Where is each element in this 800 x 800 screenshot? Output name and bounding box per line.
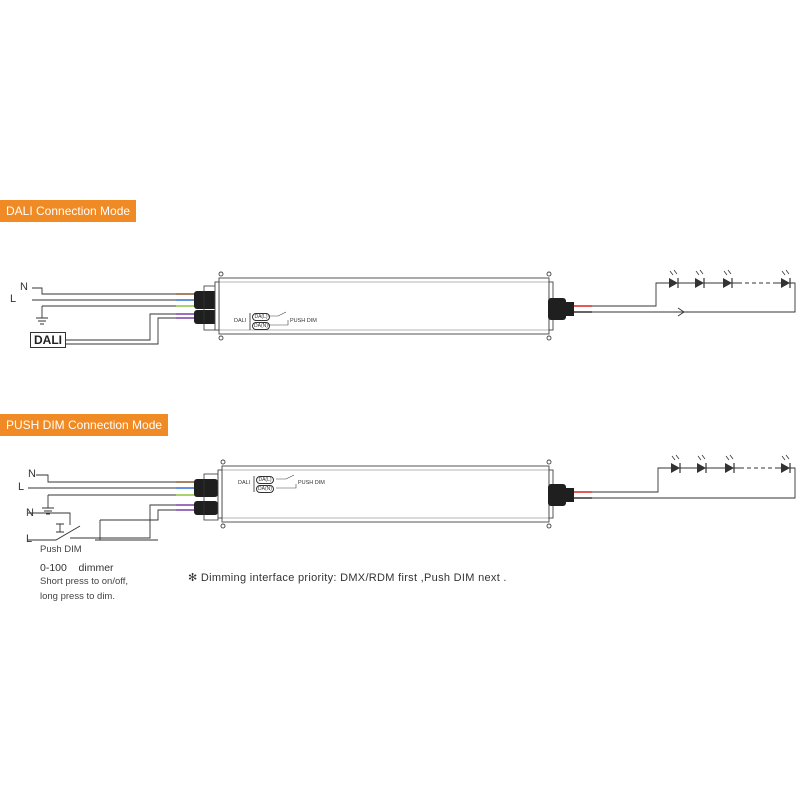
led-icon	[695, 269, 705, 288]
led-icon	[781, 269, 791, 288]
push-output-connector	[548, 484, 592, 506]
push-dimmer-label: 0-100 dimmer	[40, 562, 114, 574]
led-icon	[723, 269, 733, 288]
push-input-n1-label: N	[28, 468, 36, 480]
dali-wiring	[32, 287, 176, 345]
led-icon	[725, 454, 735, 473]
push-driver-label: DALI	[238, 480, 251, 486]
push-driver-terminal-dan: DA(N)	[256, 485, 274, 493]
priority-note: ✻ Dimming interface priority: DMX/RDM fi…	[188, 571, 507, 584]
note-text: Dimming interface priority: DMX/RDM firs…	[200, 572, 507, 584]
push-input-wire-colors	[176, 481, 196, 511]
push-section-title: PUSH DIM Connection Mode	[0, 414, 169, 436]
led-symbols	[669, 269, 791, 473]
dali-driver-push-label: PUSH DIM	[290, 318, 317, 324]
dali-input-wire-colors	[176, 293, 196, 319]
push-instruction-line-2: long press to dim.	[40, 591, 115, 602]
dali-input-l-label: L	[10, 293, 17, 305]
dali-bus-box: DALI	[30, 332, 66, 348]
dali-driver-terminal-dan: DA(N)	[252, 322, 270, 330]
led-icon	[781, 454, 791, 473]
push-driver-terminal-dal: DA(L)	[256, 476, 274, 484]
push-input-connectors	[194, 473, 219, 521]
dali-driver-terminal-dal: DA(L)	[252, 313, 270, 321]
push-input-n2-label: N	[26, 507, 34, 519]
note-asterisk-icon: ✻	[188, 572, 198, 584]
push-led-string	[592, 467, 796, 499]
dali-output-connector	[548, 298, 592, 320]
push-instruction-line-1: Short press to on/off,	[40, 576, 129, 587]
push-driver-push-label: PUSH DIM	[298, 480, 325, 486]
push-driver-body	[217, 459, 554, 529]
dali-driver-label: DALI	[234, 318, 247, 324]
led-icon	[671, 454, 681, 473]
push-input-l1-label: L	[18, 481, 25, 493]
push-wiring	[28, 474, 176, 541]
dali-input-connectors	[194, 285, 219, 331]
push-switch-label: Push DIM	[40, 544, 82, 555]
led-icon	[697, 454, 707, 473]
led-icon	[669, 269, 679, 288]
push-input-l2-label: L	[26, 533, 33, 545]
dali-section-title: DALI Connection Mode	[0, 200, 137, 222]
dali-input-n-label: N	[20, 281, 28, 293]
dali-led-string	[592, 282, 796, 317]
